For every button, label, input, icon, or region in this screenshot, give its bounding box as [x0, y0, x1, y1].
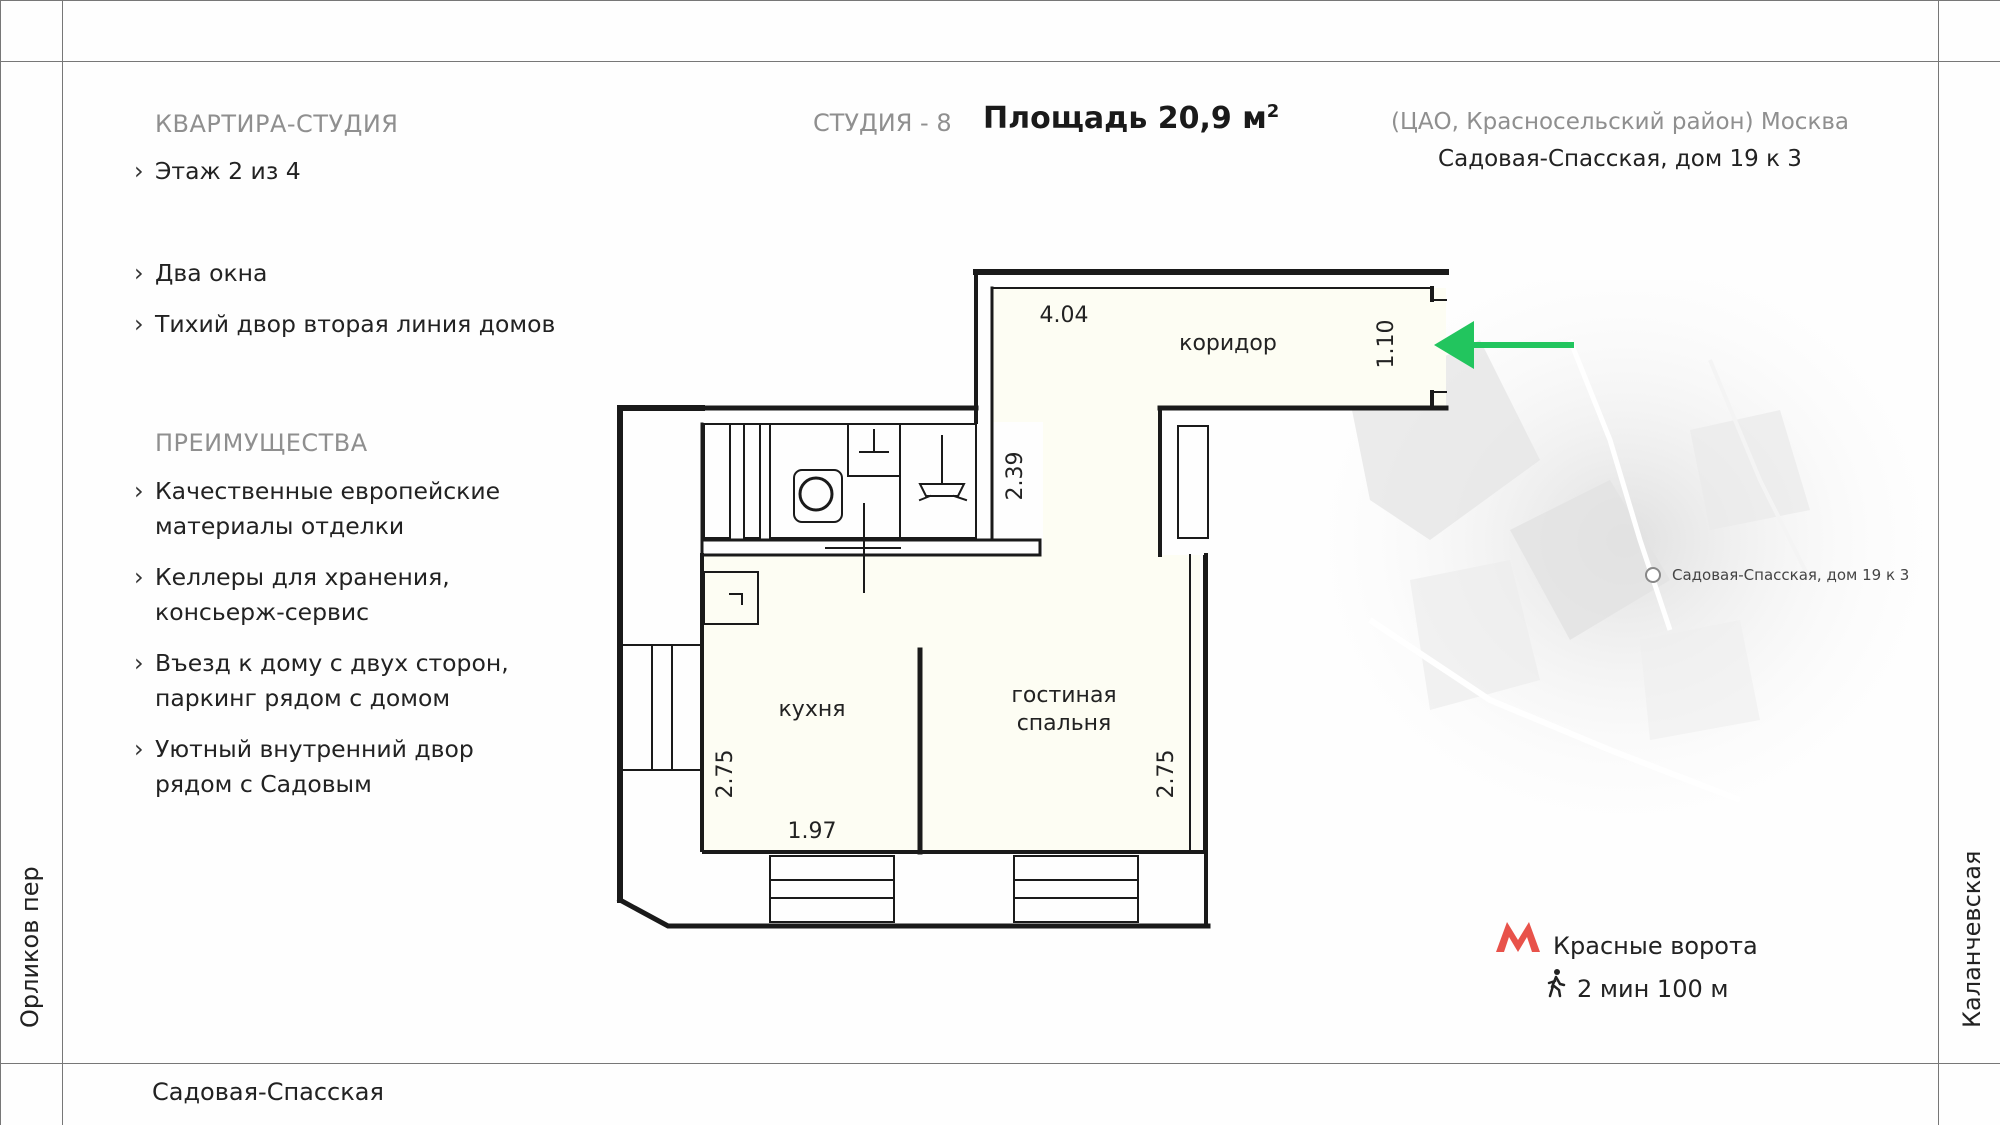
frame-left-line: [62, 0, 63, 1125]
frame-top-line: [0, 61, 2000, 62]
walk-time: 2 мин 100 м: [1577, 975, 1729, 1003]
metro-station: Красные ворота: [1553, 932, 1758, 960]
feature-text: Два окна: [155, 259, 268, 287]
dim-kitchen-width: 1.97: [788, 819, 837, 844]
advantage-line: Уютный внутренний двор: [155, 735, 474, 763]
dim-living-height: 2.75: [1154, 750, 1179, 799]
feature-item: Этаж 2 из 4: [134, 154, 617, 189]
feature-text: Тихий двор вторая линия домов: [155, 310, 556, 338]
area-sup: 2: [1266, 101, 1280, 122]
feature-text: Этаж 2 из 4: [155, 157, 301, 185]
frame-outer-left: [0, 0, 1, 1125]
apartment-type-heading: КВАРТИРА-СТУДИЯ: [155, 110, 399, 138]
advantage-item: Качественные европейские материалы отдел…: [134, 474, 617, 544]
advantage-item: Въезд к дому с двух сторон, паркинг рядо…: [134, 646, 617, 716]
advantage-item: Уютный внутренний двор рядом с Садовым: [134, 732, 617, 802]
map-pin-label: Садовая-Спасская, дом 19 к 3: [1672, 566, 1910, 584]
dim-corridor-length: 4.04: [1040, 303, 1089, 328]
advantage-line: Келлеры для хранения,: [155, 563, 450, 591]
feature-list-2: Два окна Тихий двор вторая линия домов: [134, 256, 637, 342]
frame-bottom-line: [0, 1063, 2000, 1064]
feature-item: Тихий двор вторая линия домов: [134, 307, 637, 342]
studio-label: СТУДИЯ - 8: [813, 109, 952, 137]
advantages-heading: ПРЕИМУЩЕСТВА: [155, 429, 368, 457]
area-label: Площадь 20,9 м: [983, 101, 1267, 136]
room-living-1: гостиная: [1011, 683, 1116, 708]
advantage-line: Въезд к дому с двух сторон,: [155, 649, 509, 677]
room-kitchen: кухня: [779, 697, 846, 722]
dimension-labels: 4.04 1.10 2.39 2.75 1.97 2.75: [713, 303, 1399, 844]
room-corridor: коридор: [1179, 331, 1277, 356]
advantage-line: рядом с Садовым: [155, 770, 372, 798]
advantage-item: Келлеры для хранения, консьерж-сервис: [134, 560, 617, 630]
advantages-list: Качественные европейские материалы отдел…: [134, 474, 617, 802]
metro-logo-icon: [1496, 922, 1540, 952]
walk-icon: [1547, 969, 1566, 998]
advantage-line: паркинг рядом с домом: [155, 684, 451, 712]
advantage-line: консьерж-сервис: [155, 598, 370, 626]
advantage-line: Качественные европейские: [155, 477, 501, 505]
street-bottom: Садовая-Спасская: [152, 1078, 384, 1106]
map-pin-icon: [1645, 567, 1661, 583]
address-line1: (ЦАО, Красносельский район) Москва: [1390, 109, 1849, 135]
feature-list: Этаж 2 из 4: [134, 154, 617, 189]
advantage-line: материалы отделки: [155, 512, 405, 540]
address-line2: Садовая-Спасская, дом 19 к 3: [1438, 146, 1802, 172]
feature-item: Два окна: [134, 256, 637, 291]
area-title: Площадь 20,9 м2: [983, 101, 1279, 136]
room-living-2: спальня: [1017, 711, 1112, 736]
dim-bath: 2.39: [1003, 452, 1028, 501]
room-labels: коридор кухня гостиная спальня: [779, 331, 1277, 736]
street-left: Орликов пер: [16, 866, 44, 1028]
street-right: Каланчевская: [1958, 850, 1986, 1028]
dim-kitchen-height: 2.75: [713, 750, 738, 799]
frame-outer-top: [0, 0, 2000, 1]
